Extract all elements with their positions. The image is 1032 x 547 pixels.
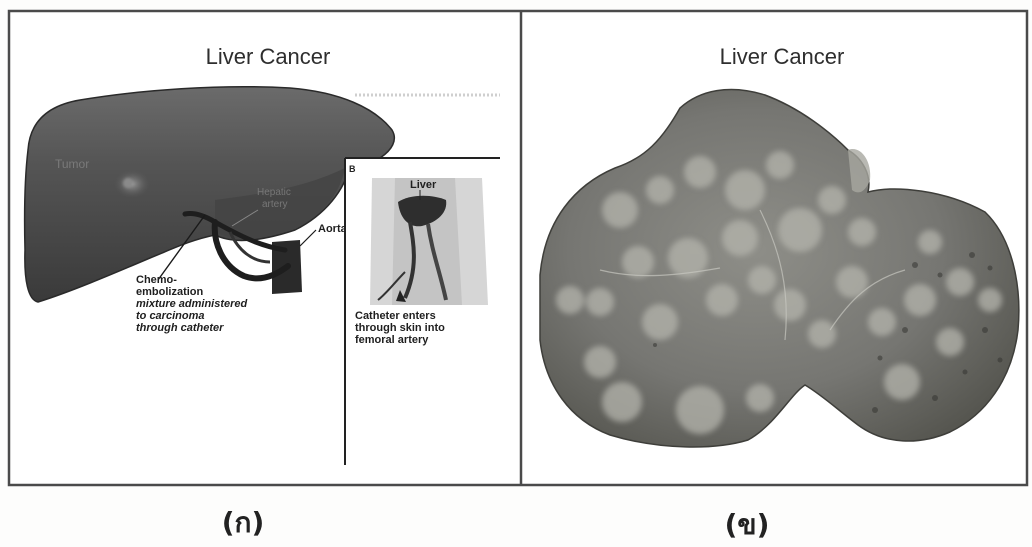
tumor-nodule <box>778 208 822 252</box>
hepatic-label-line-1: Hepatic <box>257 187 291 198</box>
tumor-nodule <box>848 218 876 246</box>
tumor-nodule <box>706 284 738 316</box>
tumor-nodule <box>584 346 616 378</box>
aorta-label: Aorta <box>318 223 348 235</box>
tumor-nodule <box>602 192 638 228</box>
tumor-nodule <box>884 364 920 400</box>
dark-speckle <box>982 327 988 333</box>
caption-right: (ข) <box>725 508 770 541</box>
dark-speckle <box>912 262 918 268</box>
tumor-nodule <box>774 289 806 321</box>
catheter-label-line-3: femoral artery <box>355 334 429 346</box>
tumor-nodule <box>646 176 674 204</box>
illustration-b-marker: B <box>349 164 356 174</box>
tumor-nodule <box>918 230 942 254</box>
tumor-core <box>123 178 133 188</box>
left-panel-title: Liver Cancer <box>206 44 331 69</box>
tumor-nodule <box>668 238 708 278</box>
caption-left: (ก) <box>222 506 265 539</box>
tumor-nodule <box>818 186 846 214</box>
dark-speckle <box>988 266 993 271</box>
tumor-nodule <box>556 286 584 314</box>
chemo-label-line-3: mixture administered <box>136 298 248 310</box>
dark-speckle <box>902 327 908 333</box>
chemo-label-line-4: to carcinoma <box>136 310 204 322</box>
dark-speckle <box>998 358 1003 363</box>
tumor-nodule <box>808 320 836 348</box>
tumor-nodule <box>868 308 896 336</box>
tumor-nodule <box>904 284 936 316</box>
right-panel-title: Liver Cancer <box>720 44 845 69</box>
dark-speckle <box>963 370 968 375</box>
tumor-nodule <box>622 246 654 278</box>
dark-speckle <box>969 252 975 258</box>
dark-speckle <box>932 395 938 401</box>
chemo-label-line-1: Chemo- <box>136 274 177 286</box>
dark-speckle <box>938 273 943 278</box>
tumor-nodule <box>722 220 758 256</box>
tumor-nodule <box>748 266 776 294</box>
chemo-label-line-2: embolization <box>136 286 204 298</box>
catheter-label-line-1: Catheter enters <box>355 310 436 322</box>
tumor-nodule <box>725 170 765 210</box>
tumor-nodule <box>836 266 868 298</box>
tumor-nodule <box>684 156 716 188</box>
tumor-nodule <box>586 288 614 316</box>
tumor-nodule <box>766 151 794 179</box>
illustration-b-inset: B Liver Catheter enters through skin int… <box>345 158 519 465</box>
dark-speckle <box>872 407 878 413</box>
dark-speckle <box>653 343 657 347</box>
chemo-label-line-5: through catheter <box>136 322 224 334</box>
tumor-nodule <box>642 304 678 340</box>
dark-speckle <box>878 356 883 361</box>
tumor-nodule <box>936 328 964 356</box>
inset-liver-label: Liver <box>410 179 437 191</box>
tumor-nodule <box>978 288 1002 312</box>
hepatic-label-line-2: artery <box>262 199 288 210</box>
tumor-nodule <box>676 386 724 434</box>
tumor-label: Tumor <box>55 157 89 171</box>
catheter-label-line-2: through skin into <box>355 322 445 334</box>
tumor-nodule <box>946 268 974 296</box>
tumor-nodule <box>746 384 774 412</box>
tumor-nodule <box>602 382 642 422</box>
